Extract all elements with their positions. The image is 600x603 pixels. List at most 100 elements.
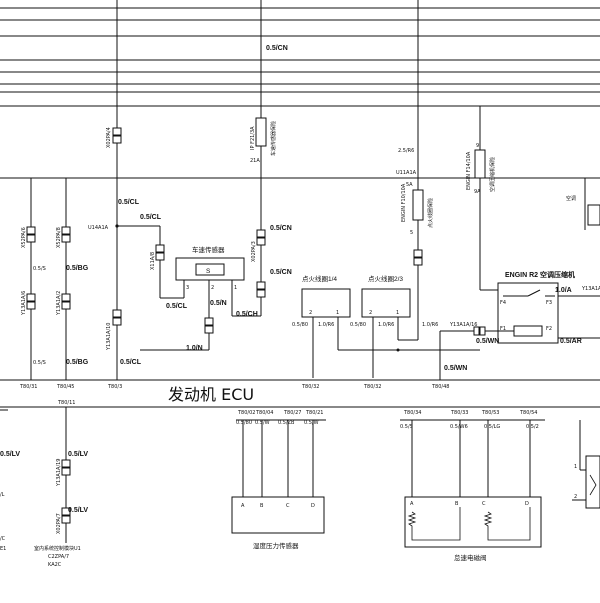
conn-label-x52pa8: X52PA/8 xyxy=(56,227,62,248)
ecu-pin-21: T80/21 xyxy=(305,410,323,416)
conn-label-y13a1a2: Y13A1A/2 xyxy=(56,291,62,316)
fuse-mid-name: ENGIN F10/10A xyxy=(401,183,407,222)
wire-label-cn-1: 0.5/CN xyxy=(270,225,292,232)
conn-label-y13a1a19: Y13A1A/19 xyxy=(56,459,62,488)
connector-label-x02pa4: X02PA/4 xyxy=(106,127,112,148)
fuse-top-rating: 21A xyxy=(250,158,260,164)
ecu-pin-54: T80/54 xyxy=(519,410,537,416)
valve-wire-c: 0.5/LG xyxy=(484,424,500,430)
valve-pin-d: D xyxy=(525,501,529,507)
fuse-right-pin-b: 9A xyxy=(474,189,481,195)
connector-x52pa6 xyxy=(26,226,36,243)
right-component-partial xyxy=(572,420,600,509)
conn-label-y13a1a10: Y13A1A/10 xyxy=(106,323,112,352)
relay-f2: F2 xyxy=(546,326,552,332)
fuse-mid-pin-b: 5 xyxy=(410,230,413,236)
speed-sensor-symbol: S xyxy=(206,268,211,275)
ps-pin-d: D xyxy=(311,503,315,509)
right-pin-1: 1 xyxy=(574,464,577,470)
right-cut-label: 空调 xyxy=(566,195,576,202)
top-bus-wire-label: 0.5/CN xyxy=(266,45,288,52)
idle-valve xyxy=(404,496,542,548)
relay-conn-cut: Y13A1A xyxy=(581,286,600,292)
coil-14-wire-a: 0.5/80 xyxy=(292,322,308,328)
ignition-coil-1-4 xyxy=(301,288,351,378)
connector-y13a1a10 xyxy=(112,309,122,326)
wire-label-lv-2: 0.5/LV xyxy=(68,507,88,514)
left-cut-l: /L xyxy=(0,492,5,498)
ecu-pin-27: T80/27 xyxy=(283,410,301,416)
wire-label-lv-1: 0.5/LV xyxy=(68,451,88,458)
ps-wire-a: 0.5/80 xyxy=(236,420,252,426)
coil-23-pin-1: 1 xyxy=(396,310,399,316)
fuse-mid-pin-a: 5A xyxy=(406,182,413,188)
ecu-pin-33: T80/33 xyxy=(450,410,468,416)
ecu-pin-32b: T80/32 xyxy=(363,384,381,390)
valve-wire-b: 0.5/W6 xyxy=(450,424,468,430)
coil-23-wire-b: 1.0/R6 xyxy=(378,322,394,328)
pressure-sensor xyxy=(231,496,325,534)
ps-pin-b: B xyxy=(260,503,264,509)
connector-y13a1a2 xyxy=(61,293,71,310)
fuse-top-name: IP F21/3A xyxy=(250,126,256,150)
relay-f4: F4 xyxy=(500,300,506,306)
relay-wire-a: 1.0/A xyxy=(555,287,572,294)
fuse-ip-f21 xyxy=(255,60,267,230)
connector-x02pa3 xyxy=(256,229,266,246)
wire-label-l-cut: 0.5/LV xyxy=(0,451,20,458)
fuse-engin-f14 xyxy=(474,149,486,290)
ecu-pin-34: T80/34 xyxy=(403,410,421,416)
wire-label-cl-1: 0.5/CL xyxy=(118,199,140,206)
conn-label-y13a1a6: Y13A1A/6 xyxy=(21,291,27,316)
valve-wire-d: 0.5/2 xyxy=(526,424,539,430)
node-u14a1a: U14A1A xyxy=(88,225,109,231)
ps-wire-c: 0.5/ZB xyxy=(278,420,295,426)
wire-label-s-1: 0.5/S xyxy=(33,266,46,272)
connector-x02pa4 xyxy=(112,127,122,144)
wire-label-cn-2: 0.5/CN xyxy=(270,269,292,276)
module-line3: KA2C xyxy=(48,562,62,568)
conn-label-x02pa7: X02PA/7 xyxy=(56,513,62,534)
wire-label-ch: 0.5/CH xyxy=(236,311,258,318)
coil-14-title: 点火线圈1/4 xyxy=(302,274,337,283)
coil-23-pin-2: 2 xyxy=(369,310,372,316)
valve-wire-a: 0.5/S xyxy=(400,424,413,430)
ecu-pin-31: T80/31 xyxy=(19,384,37,390)
relay-name: ENGIN R2 空调压缩机 xyxy=(505,270,575,279)
wire-label-n-1: 0.5/N xyxy=(210,300,227,307)
relay-f3: F3 xyxy=(546,300,552,306)
module-line1: 室内系统控制模块U1 xyxy=(34,545,81,552)
pressure-sensor-title: 湿度压力传感器 xyxy=(253,541,299,550)
ecu-pin-11: T80/11 xyxy=(57,400,75,406)
top-bus-lines xyxy=(0,7,600,179)
wire-label-s-2: 0.5/S xyxy=(33,360,46,366)
left-cut-u: E1 xyxy=(0,546,6,552)
fuse-mid-desc: 点火线圈保险 xyxy=(427,198,434,228)
ecu-pin-45: T80/45 xyxy=(56,384,74,390)
ps-wire-b: 0.5/W xyxy=(255,420,270,426)
ecu-pin-48: T80/48 xyxy=(431,384,449,390)
ecu-pin-3: T80/3 xyxy=(107,384,122,390)
wire-label-wn-1: 0.5/WN xyxy=(476,338,499,345)
wire-label-wn-2: 0.5/WN xyxy=(444,365,467,372)
coil-feed-wire: 1.0/R6 xyxy=(422,322,438,328)
valve-pin-c: C xyxy=(482,501,486,507)
fuse-right-desc: 空调压缩机保险 xyxy=(489,157,496,192)
speed-sensor-pin-3: 3 xyxy=(186,285,189,291)
ignition-coil-2-3 xyxy=(361,288,411,378)
ps-pin-a: A xyxy=(241,503,245,509)
wire-label-bg-1: 0.5/BG xyxy=(66,265,89,272)
connector-y13a1a19 xyxy=(61,459,71,476)
speed-sensor-pin-1: 1 xyxy=(234,285,237,291)
connector-y13a1a6 xyxy=(26,293,36,310)
wire-label-cl-3: 0.5/CL xyxy=(120,359,142,366)
fuse-right-name: ENGIN F14/10A xyxy=(466,151,472,190)
ecu-pin-32a: T80/32 xyxy=(301,384,319,390)
ps-wire-d: 0.5/W xyxy=(304,420,319,426)
valve-pin-b: B xyxy=(455,501,459,507)
conn-label-x02pa3: X02PA/3 xyxy=(251,241,257,262)
connector-x11a8 xyxy=(155,244,165,261)
ecu-pin-02: T80/02 xyxy=(237,410,255,416)
fuse-mid-node: U11A1A xyxy=(396,170,417,176)
coil-23-wire-a: 0.5/80 xyxy=(350,322,366,328)
